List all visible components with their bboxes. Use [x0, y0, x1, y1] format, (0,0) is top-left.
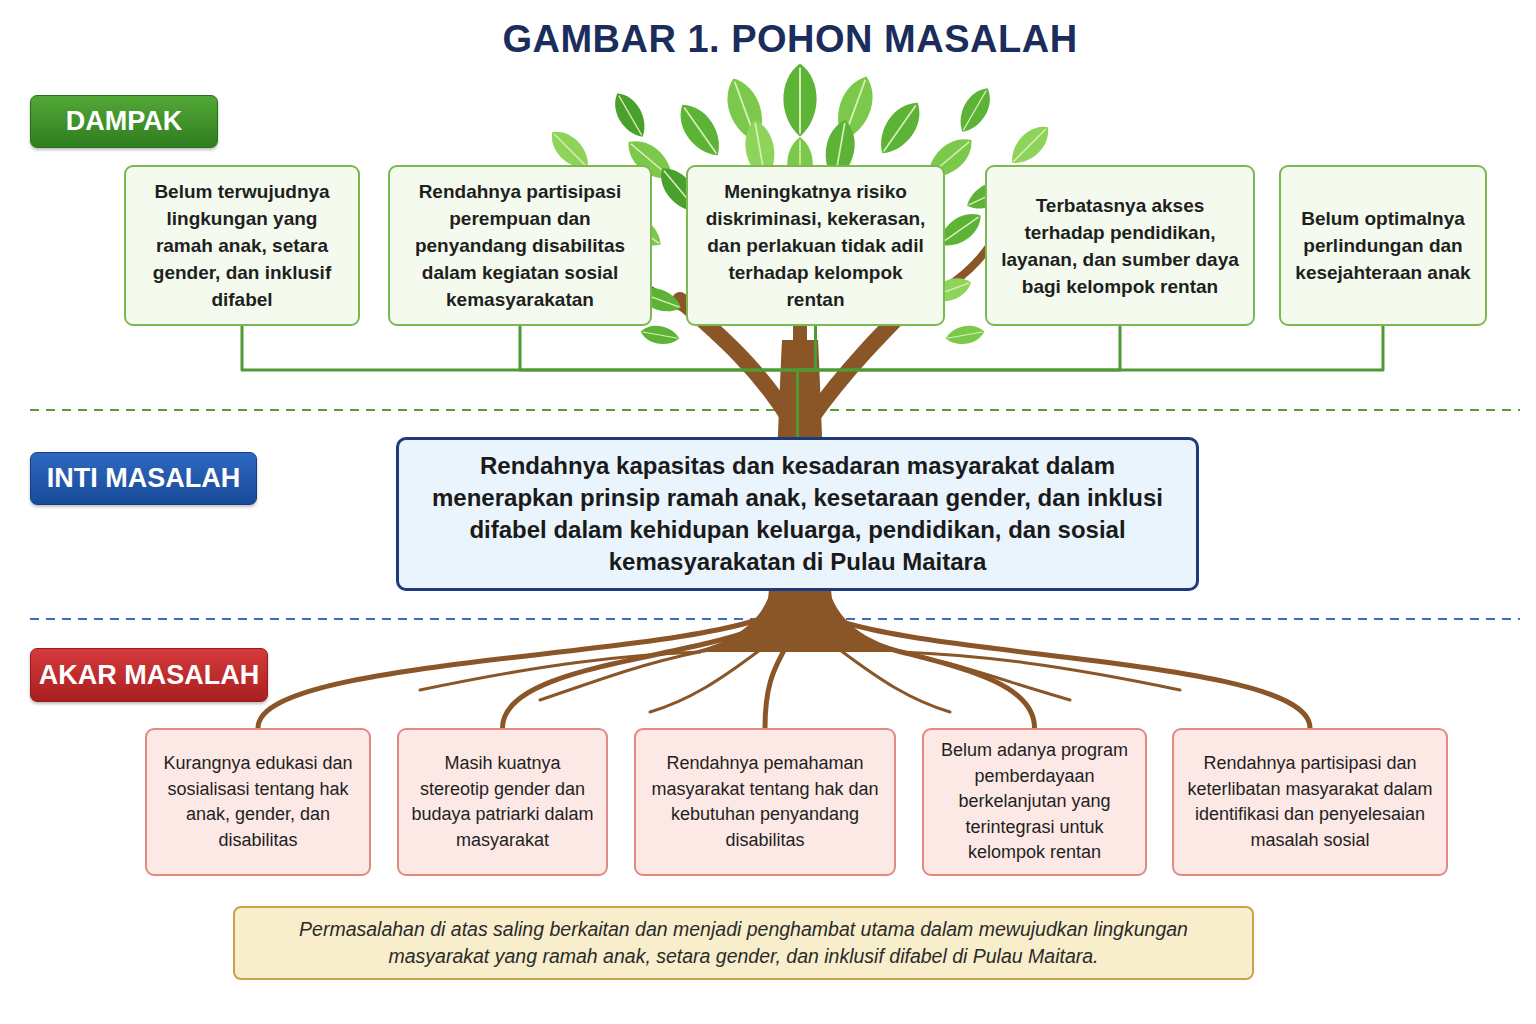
- impact-box: Meningkatnya risiko diskriminasi, kekera…: [686, 165, 945, 326]
- core-problem-box: Rendahnya kapasitas dan kesadaran masyar…: [396, 437, 1199, 591]
- box-text: Permasalahan di atas saling berkaitan da…: [255, 916, 1232, 970]
- section-badge: AKAR MASALAH: [30, 648, 268, 702]
- box-text: Rendahnya partisipasi perempuan dan peny…: [402, 178, 638, 313]
- thin-root: [900, 652, 1180, 690]
- box-text: INTI MASALAH: [47, 463, 240, 494]
- box-text: AKAR MASALAH: [39, 660, 259, 691]
- impact-box: Terbatasnya akses terhadap pendidikan, l…: [985, 165, 1255, 326]
- leaf: [952, 82, 997, 137]
- box-text: DAMPAK: [66, 106, 183, 137]
- box-text: Kurangnya edukasi dan sosialisasi tentan…: [157, 751, 359, 853]
- impact-bracket: [520, 326, 798, 437]
- box-text: Belum optimalnya perlindungan dan keseja…: [1293, 205, 1473, 286]
- leaf: [871, 95, 929, 162]
- trunk-base: [690, 585, 910, 652]
- section-badge: DAMPAK: [30, 95, 218, 148]
- leaf: [671, 97, 729, 164]
- box-text: Masih kuatnya stereotip gender dan buday…: [409, 751, 596, 853]
- root-cause-box: Rendahnya partisipasi dan keterlibatan m…: [1172, 728, 1448, 876]
- leaf: [944, 323, 986, 347]
- box-text: Belum terwujudnya lingkungan yang ramah …: [138, 178, 346, 313]
- root-cause-box: Kurangnya edukasi dan sosialisasi tentan…: [145, 728, 371, 876]
- thin-root: [420, 652, 700, 690]
- root-line: [798, 591, 1311, 728]
- root-line: [503, 591, 798, 728]
- thin-roots: [420, 648, 1180, 712]
- box-text: Rendahnya kapasitas dan kesadaran masyar…: [427, 450, 1168, 578]
- note-box: Permasalahan di atas saling berkaitan da…: [233, 906, 1254, 980]
- leaf: [783, 64, 816, 137]
- impact-box: Rendahnya partisipasi perempuan dan peny…: [388, 165, 652, 326]
- leaf: [607, 87, 652, 142]
- box-text: Meningkatnya risiko diskriminasi, kekera…: [700, 178, 931, 313]
- impact-box: Belum optimalnya perlindungan dan keseja…: [1279, 165, 1487, 326]
- diagram-title: GAMBAR 1. POHON MASALAH: [390, 18, 1190, 61]
- root-cause-box: Rendahnya pemahaman masyarakat tentang h…: [634, 728, 896, 876]
- leaf: [1004, 119, 1056, 171]
- root-cause-box: Belum adanya program pemberdayaan berkel…: [922, 728, 1147, 876]
- box-text: Rendahnya pemahaman masyarakat tentang h…: [646, 751, 884, 853]
- root-line: [798, 591, 1035, 728]
- box-text: Rendahnya partisipasi dan keterlibatan m…: [1184, 751, 1436, 853]
- impact-bracket: [798, 326, 816, 437]
- impact-bracket: [798, 326, 1384, 437]
- leaf: [639, 323, 681, 347]
- impact-bracket: [798, 326, 1121, 437]
- impact-bracket: [242, 326, 798, 437]
- section-badge: INTI MASALAH: [30, 452, 257, 505]
- root-cause-box: Masih kuatnya stereotip gender dan buday…: [397, 728, 608, 876]
- box-text: Terbatasnya akses terhadap pendidikan, l…: [999, 192, 1241, 300]
- thin-root: [840, 650, 950, 712]
- root-line: [258, 591, 798, 728]
- impact-box: Belum terwujudnya lingkungan yang ramah …: [124, 165, 360, 326]
- box-text: Belum adanya program pemberdayaan berkel…: [934, 738, 1135, 866]
- root-line: [765, 591, 798, 728]
- thin-root: [650, 650, 760, 712]
